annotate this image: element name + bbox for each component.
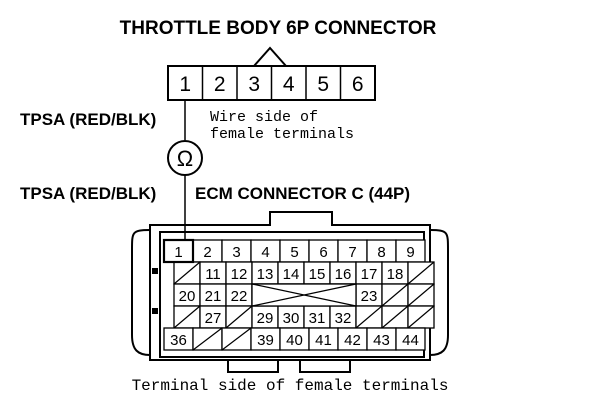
latch-mark-left-lower [152,308,158,314]
ecm-pin-label: 13 [257,266,274,283]
ecm-empty-cavity [225,305,253,329]
ecm-pin-1-highlight [162,238,195,264]
throttle-lock-tab [253,46,287,67]
ecm-pin-label: 30 [283,310,300,327]
throttle-pin-label: 5 [317,73,329,96]
ecm-pin-cell [395,327,426,351]
throttle-pin-label: 6 [352,73,364,96]
tpsa-wire-label-top: TPSA (RED/BLK) [20,110,156,129]
ecm-pin-label: 20 [179,288,196,305]
ecm-pin-label: 9 [406,244,414,261]
throttle-pin-label: 2 [214,73,226,96]
ecm-empty-cavity [355,305,383,329]
ecm-pin-label: 2 [203,244,211,261]
ecm-blank-block-cross [251,283,357,307]
ecm-connector-housing [131,211,449,373]
ecm-empty-cavity [407,283,435,307]
ecm-pin-label: 43 [373,332,390,349]
ecm-pin-label: 11 [205,266,221,283]
throttle-connector-title: THROTTLE BODY 6P CONNECTOR [120,18,437,39]
ecm-empty-cavity [381,283,409,307]
ecm-pin-label: 27 [205,310,222,327]
throttle-pin-label: 4 [283,73,295,96]
wire-side-note-line2: female terminals [210,126,354,143]
ecm-pin-label: 4 [261,244,269,261]
ecm-pin-label: 21 [205,288,222,305]
ecm-pin-label: 44 [402,332,419,349]
latch-mark-left-upper [152,268,158,274]
ecm-pin-label: 15 [309,266,326,283]
ohm-symbol: Ω [177,146,193,171]
ecm-pin-label: 5 [290,244,298,261]
ecm-pin-label: 23 [361,288,378,305]
ecm-empty-cavity [407,261,435,285]
ecm-pin-label: 3 [232,244,240,261]
ecm-pin-label: 22 [231,288,248,305]
ecm-connector-title: ECM CONNECTOR C (44P) [195,184,410,203]
ecm-pin-label: 16 [335,266,352,283]
ecm-pin-label: 7 [348,244,356,261]
ecm-pin-label: 36 [170,332,187,349]
ecm-pin-label: 40 [286,332,303,349]
ecm-pin-label: 12 [231,266,248,283]
ecm-pin-label: 18 [387,266,404,283]
ecm-pin-label: 39 [257,332,274,349]
tpsa-wire-label-bottom: TPSA (RED/BLK) [20,184,156,203]
ecm-pin-label: 17 [361,266,378,283]
throttle-pin-label: 1 [179,73,191,96]
terminal-side-caption: Terminal side of female terminals [132,377,449,395]
ecm-pin-label: 29 [257,310,274,327]
ecm-pin-label: 41 [315,332,332,349]
ecm-empty-cavity [381,305,409,329]
ecm-empty-cavity [221,327,252,351]
ecm-empty-cavity [173,305,201,329]
ecm-pin-label: 14 [283,266,300,283]
ecm-pin-label: 31 [309,310,326,327]
ecm-empty-cavity [407,305,435,329]
throttle-pin-label: 3 [248,73,260,96]
ecm-pin-label: 6 [319,244,327,261]
ecm-pin-label: 8 [377,244,385,261]
wire-side-note-line1: Wire side of [210,109,318,126]
ecm-empty-cavity [173,261,201,285]
ecm-pin-label: 42 [344,332,361,349]
ecm-pin-label: 32 [335,310,352,327]
ecm-pin-label: 1 [174,244,182,261]
ecm-empty-cavity [192,327,223,351]
